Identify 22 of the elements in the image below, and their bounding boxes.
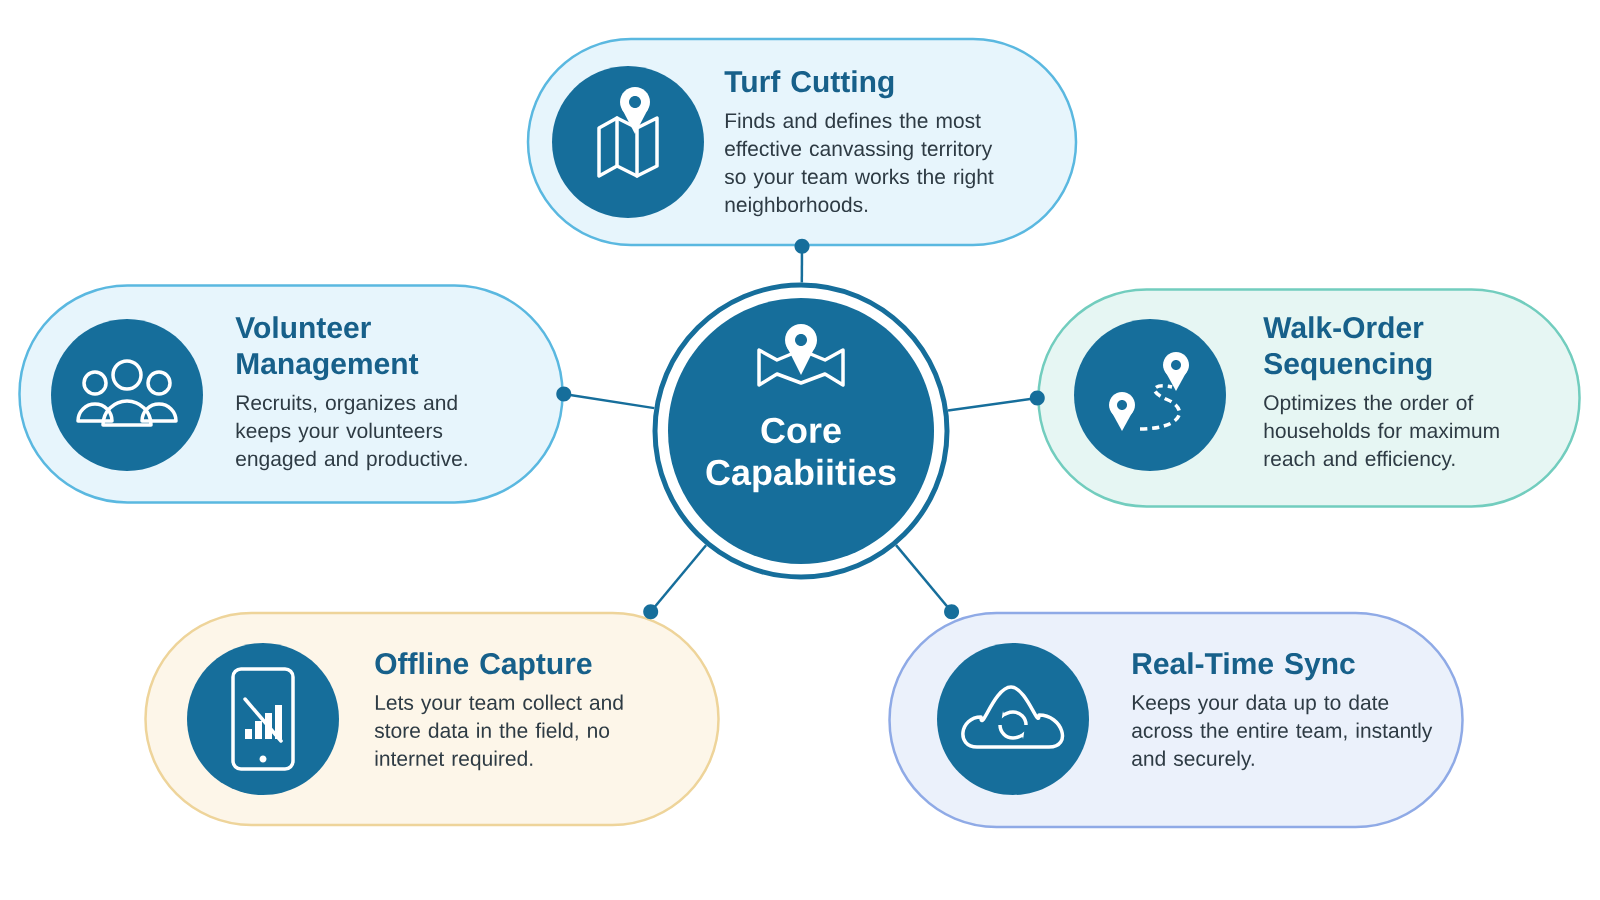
connector bbox=[895, 544, 960, 620]
card-title: Offline Capture bbox=[375, 652, 592, 681]
connector bbox=[643, 544, 708, 620]
card-description: Optimizes the order of households for maximum reach and efficiency. bbox=[1264, 394, 1499, 471]
card bbox=[526, 37, 1078, 247]
card bbox=[888, 611, 1464, 829]
connector bbox=[556, 386, 655, 410]
card-title: Walk-Order Sequencing bbox=[1263, 316, 1432, 381]
card-description: Lets your team collect and store data in the field, no internet required. bbox=[374, 694, 623, 771]
card-title: Real-Time Sync bbox=[1133, 652, 1355, 681]
center-circle bbox=[652, 282, 950, 580]
connector bbox=[794, 238, 810, 283]
card-title: Turf Cutting bbox=[724, 70, 894, 99]
card bbox=[1037, 288, 1581, 508]
connector bbox=[947, 390, 1045, 412]
card-description: Finds and defines the most effective canvassing territory so your team works the right neighborhoods. bbox=[724, 112, 994, 217]
card-description: Keeps your data up to date across the entire team, instantly and securely. bbox=[1132, 694, 1433, 771]
card bbox=[18, 284, 564, 504]
center-title: Core Capabiities bbox=[706, 417, 896, 493]
card-description: Recruits, organizes and keeps your volunteers engaged and productive. bbox=[236, 394, 467, 471]
card bbox=[144, 611, 720, 827]
card-title: Volunteer Management bbox=[235, 316, 419, 381]
